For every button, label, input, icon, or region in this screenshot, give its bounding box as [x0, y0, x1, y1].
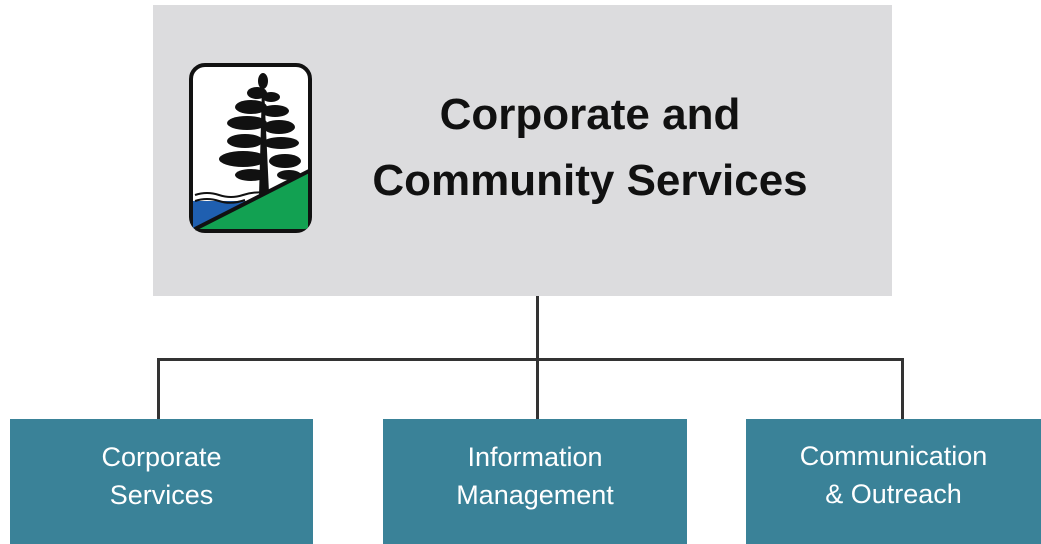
- corporate-services-line2: Services: [109, 480, 214, 510]
- information-management-line1: Information: [467, 442, 603, 472]
- information-management-line2: Management: [456, 480, 614, 510]
- information-management-box: Information Management: [383, 419, 687, 544]
- department-title: Corporate and Community Services: [330, 82, 850, 214]
- connector-drop-right: [901, 358, 904, 419]
- department-title-line1: Corporate and: [439, 90, 741, 139]
- communication-outreach-line2: & Outreach: [825, 479, 962, 509]
- connector-drop-left: [157, 358, 160, 419]
- connector-drop-center: [536, 358, 539, 419]
- corporate-services-box: Corporate Services: [10, 419, 313, 544]
- department-title-line2: Community Services: [372, 156, 808, 205]
- communication-outreach-line1: Communication: [799, 441, 988, 471]
- corporate-services-line1: Corporate: [101, 442, 222, 472]
- communication-outreach-box: Communication & Outreach: [746, 419, 1041, 544]
- connector-horizontal: [157, 358, 904, 361]
- connector-vertical-main: [536, 296, 539, 361]
- pine-tree-logo-icon: [189, 63, 312, 233]
